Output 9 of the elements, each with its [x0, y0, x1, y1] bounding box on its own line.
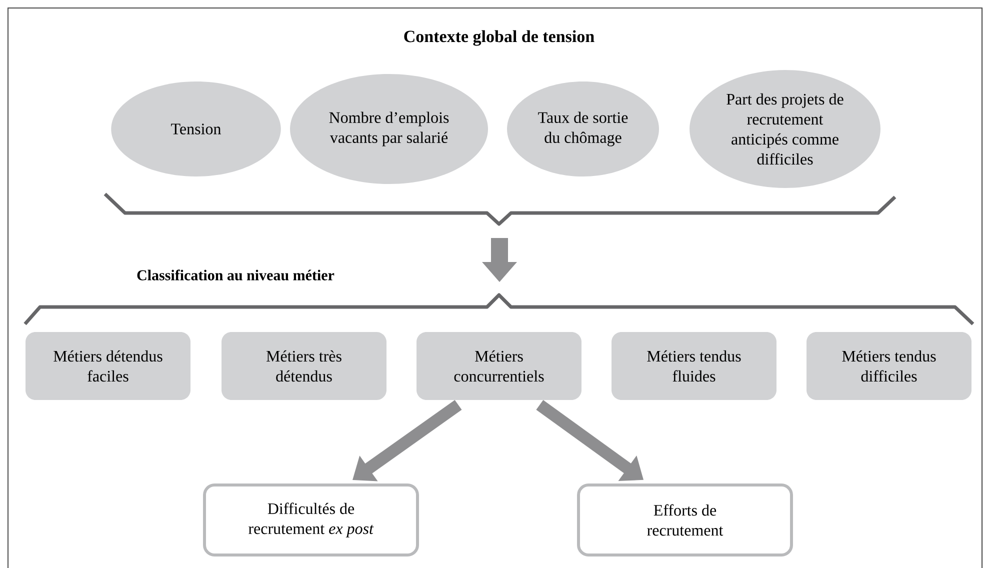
category-box: Métiers très détendus [222, 332, 386, 400]
category-box: Métiers tendus fluides [612, 332, 776, 400]
outcome-box: Difficultés de recrutement ex post [203, 484, 419, 556]
section-heading: Classification au niveau métier [137, 270, 334, 280]
outcome-box: Efforts de recrutement [577, 484, 793, 556]
category-box: Métiers tendus difficiles [806, 332, 972, 400]
title: Contexte global de tension [404, 30, 594, 46]
category-box: Métiers détendus faciles [26, 332, 190, 400]
category-box: Métiers concurrentiels [416, 332, 582, 400]
